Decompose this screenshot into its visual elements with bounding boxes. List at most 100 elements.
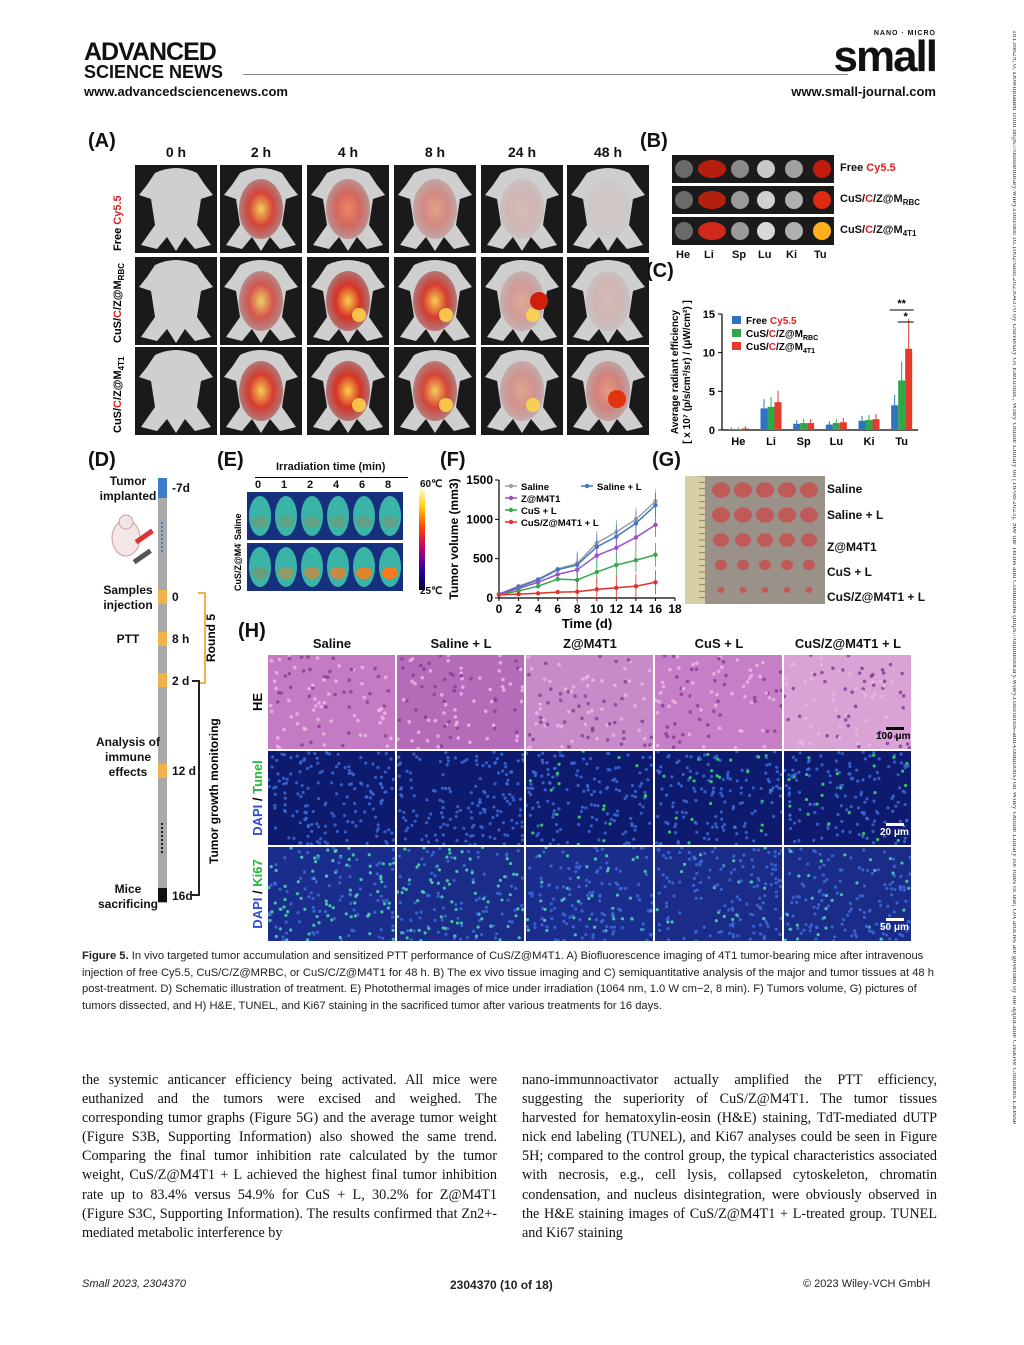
tumor-row-label: Saline + L — [827, 508, 884, 522]
c-xtick-label: Sp — [797, 436, 811, 448]
f-xtick-label: 0 — [496, 602, 503, 616]
panel-f-letter: (F) — [440, 449, 466, 471]
timeline-step-label: Analysis of immune effects — [95, 735, 161, 779]
f-ytick-label: 0 — [486, 591, 493, 605]
mouse-image — [567, 347, 649, 435]
timeline-marker — [158, 590, 167, 604]
panel-e-letter: (E) — [217, 449, 244, 471]
histology-image — [396, 653, 525, 751]
timeline-marker — [158, 673, 167, 687]
timeline-marker — [158, 764, 167, 778]
c-ylabel: Average radiant efficiency[ x 10⁷ (p/s/c… — [670, 300, 693, 444]
thermal-image — [325, 543, 351, 591]
radiant-efficiency-bar-chart: Average radiant efficiency[ x 10⁷ (p/s/c… — [670, 298, 918, 448]
c-bar — [825, 424, 833, 430]
f-xtick-label: 16 — [649, 602, 663, 616]
f-xtick-label: 2 — [515, 602, 522, 616]
timeline-bar — [158, 478, 167, 903]
timeline-marker — [158, 632, 167, 646]
f-legend-marker — [508, 483, 514, 489]
c-sig-label: * — [904, 311, 909, 323]
irradiation-tick: 0 — [255, 479, 262, 491]
irradiation-axis-line — [255, 477, 408, 478]
c-legend-swatch — [732, 316, 741, 324]
f-xtick-label: 12 — [610, 602, 624, 616]
timeline-dots — [161, 823, 165, 853]
timeline-start-marker — [158, 478, 167, 498]
mouse-image — [307, 257, 389, 345]
c-bar — [832, 423, 840, 430]
mouse-image — [394, 347, 476, 435]
c-xtick-label: Li — [766, 436, 776, 448]
mouse-image — [567, 165, 649, 253]
round-bracket — [198, 592, 206, 684]
round-label: Round 5 — [200, 600, 220, 670]
timepoint-label: 0 h — [165, 144, 187, 160]
c-sig-label: ** — [897, 298, 906, 310]
mouse-image — [220, 347, 302, 435]
timepoint-label: 4 h — [337, 144, 359, 160]
c-legend-label: CuS/C/Z@M4T1 — [746, 342, 815, 355]
thermal-row-label: Saline — [228, 492, 246, 542]
f-legend-marker — [584, 483, 590, 489]
f-point — [516, 588, 521, 594]
histology-image — [526, 654, 654, 751]
histology-image — [395, 845, 525, 943]
svg-text:CuS/Z@M4T1: CuS/Z@M4T1 — [233, 543, 243, 591]
panel-c-letter: (C) — [646, 260, 674, 282]
publisher-url[interactable]: www.advancedsciencenews.com — [84, 84, 288, 99]
f-legend-label: CuS/Z@M4T1 + L — [521, 518, 599, 529]
f-xlabel: Time (d) — [562, 616, 612, 630]
f-legend-marker — [508, 495, 514, 501]
c-bar — [905, 348, 913, 430]
panel-d-letter: (D) — [88, 449, 116, 471]
journal-logo: NANO · MICRO small — [833, 30, 938, 81]
c-bar — [767, 406, 775, 430]
timeline-marker — [158, 888, 167, 902]
organ-label: He — [676, 249, 691, 261]
timepoint-label: 2 h — [250, 144, 272, 160]
mouse-image — [307, 165, 389, 253]
c-bar — [774, 402, 782, 430]
publisher-logo: ADVANCED SCIENCE NEWS — [84, 38, 224, 82]
histology-column-label: Saline + L — [430, 636, 492, 651]
timeline-time-label: 2 d — [172, 674, 190, 688]
row-label-1: CuS/C/Z@MRBC — [95, 257, 135, 345]
logo-line-1: ADVANCED — [84, 38, 217, 66]
irradiation-tick: 6 — [359, 479, 366, 491]
histology-row-label: DAPI / Tunel — [246, 751, 268, 845]
timepoint-label: 24 h — [507, 144, 536, 160]
histology-column-label: CuS + L — [694, 636, 744, 651]
organ-row-label: CuS/C/Z@MRBC — [840, 193, 921, 208]
irradiation-tick: 2 — [307, 479, 314, 491]
histology-image — [268, 653, 395, 750]
c-bar — [865, 419, 873, 430]
svg-text:16136829, 0, Downloaded from h: 16136829, 0, Downloaded from https://onl… — [1011, 30, 1016, 1125]
journal-name: small — [833, 32, 938, 81]
histology-image — [395, 750, 526, 847]
journal-url[interactable]: www.small-journal.com — [791, 84, 936, 99]
f-ytick-label: 500 — [473, 552, 493, 566]
svg-text:DAPI / Tunel: DAPI / Tunel — [250, 760, 265, 836]
tumor-row-label: CuS + L — [827, 565, 873, 579]
mouse-image — [135, 257, 217, 345]
scale-bar — [886, 823, 904, 826]
organ-strip — [672, 217, 834, 245]
f-ytick-label: 1500 — [466, 474, 493, 487]
irradiation-tick: 1 — [281, 479, 288, 491]
mouse-image — [135, 347, 217, 435]
scale-max-label: 60℃ — [420, 479, 443, 490]
journal-sup: NANO · MICRO — [873, 30, 936, 37]
timeline-time-label: 8 h — [172, 632, 190, 646]
timeline-dots — [161, 522, 165, 552]
row-label-text: Free Cy5.5 — [112, 195, 124, 251]
organ-strip — [672, 155, 834, 183]
c-bar — [872, 419, 880, 430]
organ-row-label: CuS/C/Z@M4T1 — [840, 224, 917, 239]
c-bar — [734, 429, 742, 430]
f-xtick-label: 14 — [629, 602, 643, 616]
histology-column-label: Saline — [312, 636, 352, 651]
download-side-note: 16136829, 0, Downloaded from https://onl… — [1004, 30, 1020, 1320]
timeline-step-label: Mice sacrificing — [97, 882, 159, 911]
logo-line-2: SCIENCE NEWS — [84, 62, 224, 82]
